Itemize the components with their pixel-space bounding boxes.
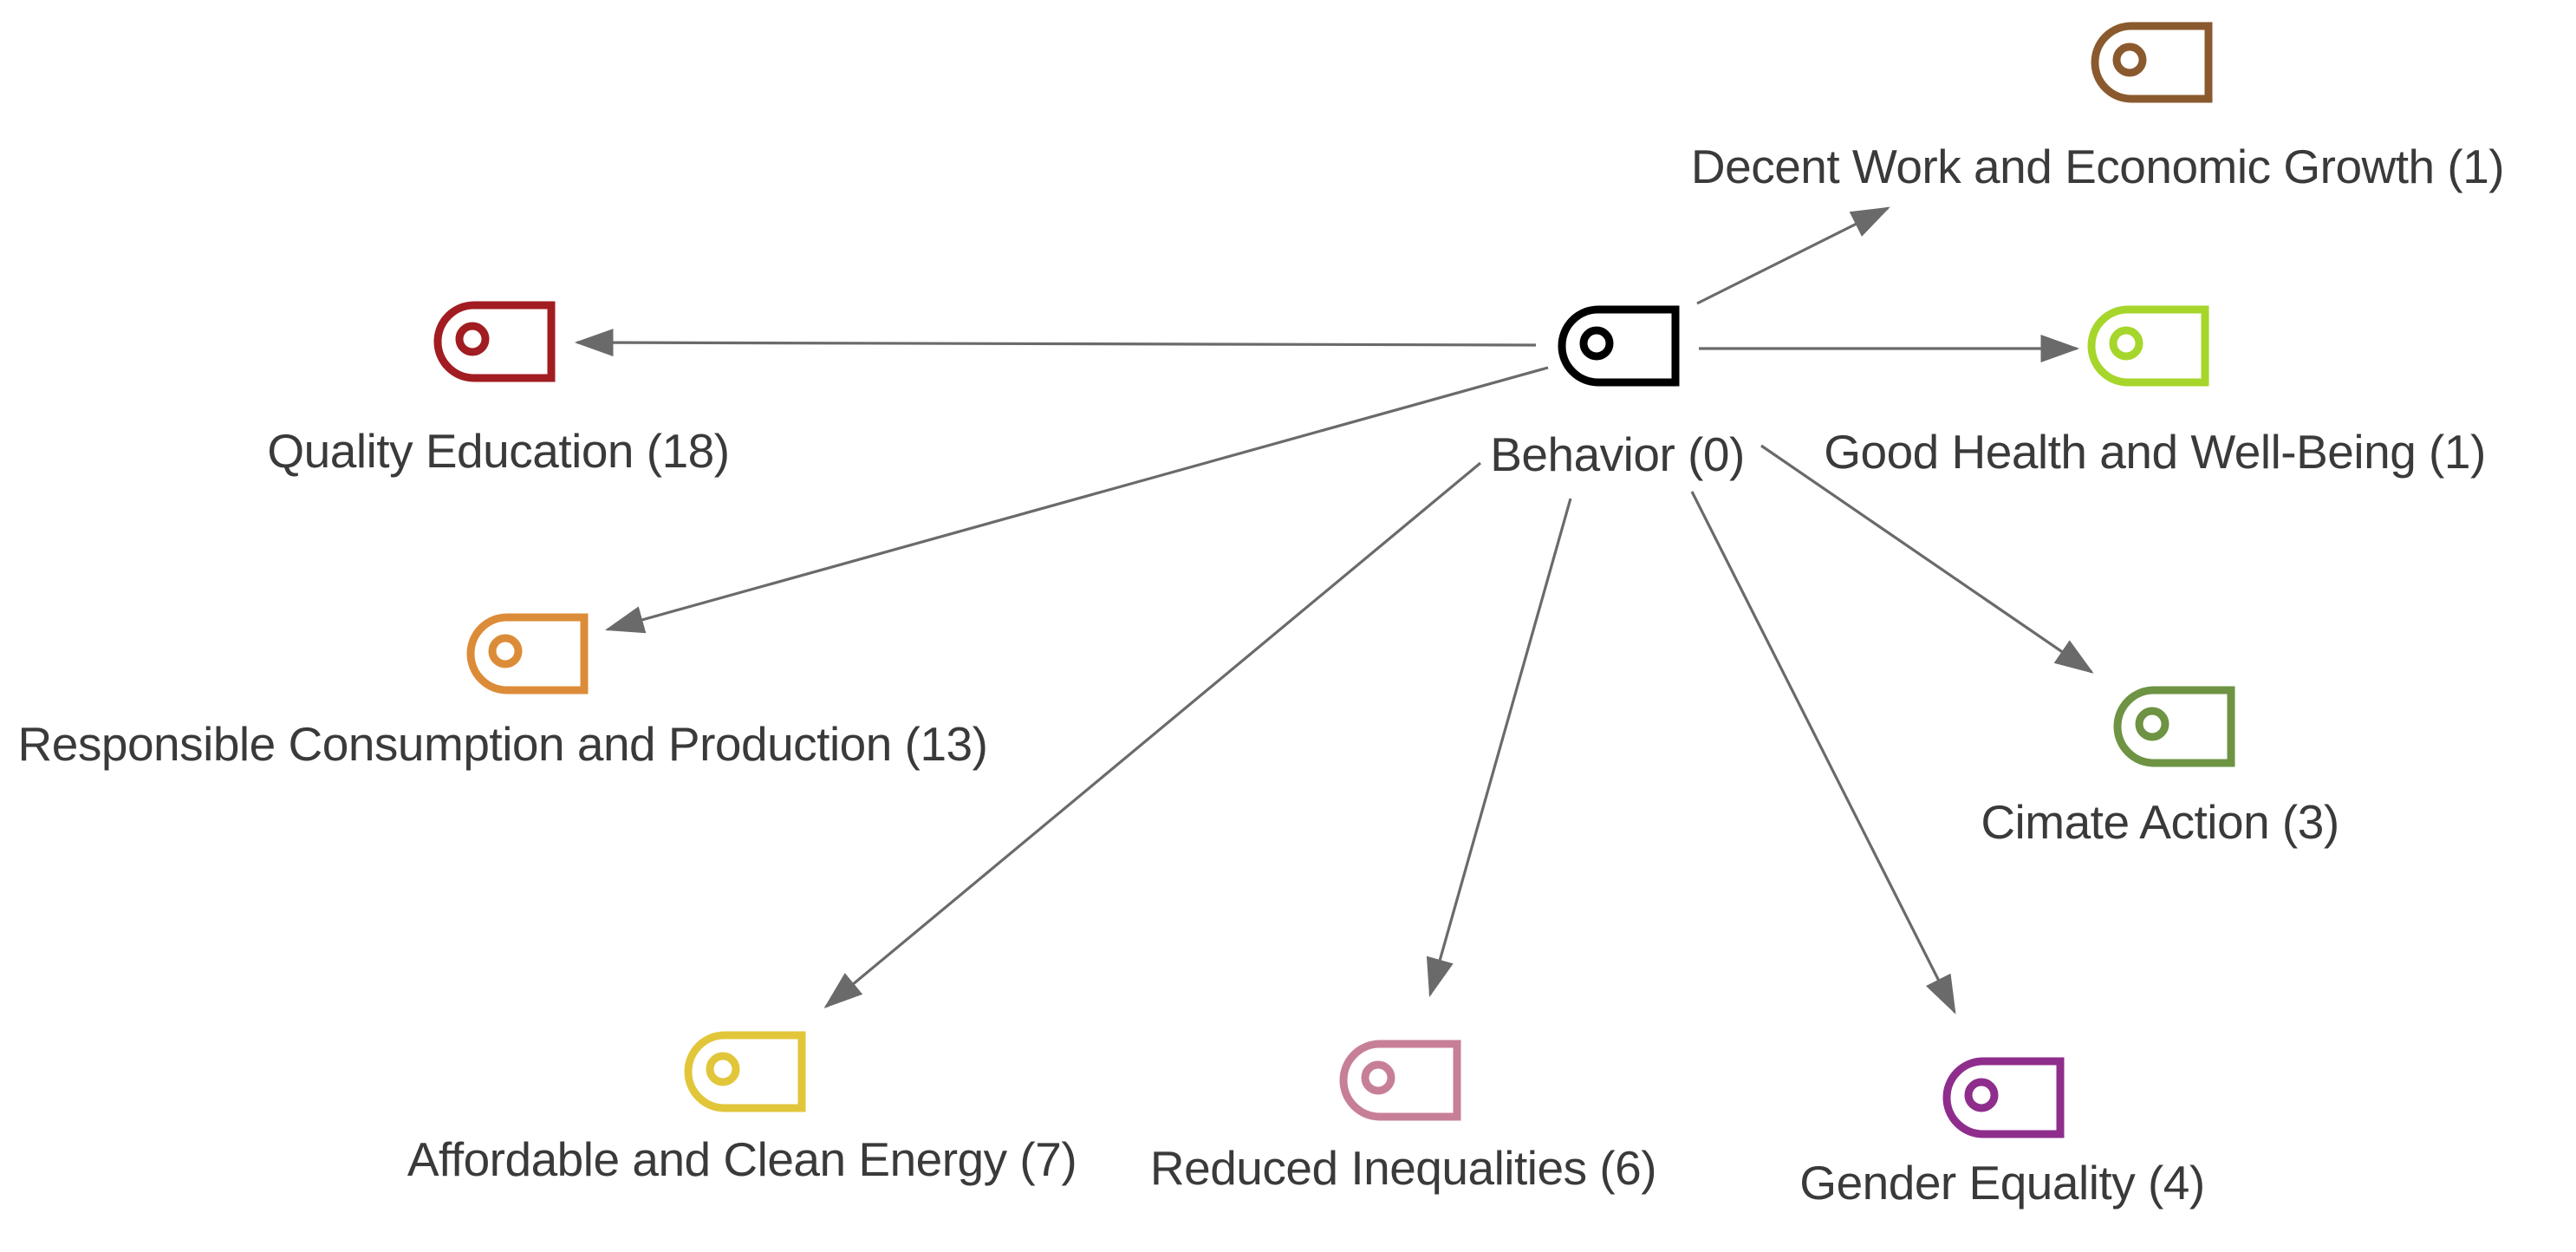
tag-icon[interactable] bbox=[2113, 686, 2236, 767]
node-label: Decent Work and Economic Growth (1) bbox=[1690, 140, 2505, 193]
tag-icon[interactable] bbox=[433, 301, 556, 382]
tag-icon[interactable] bbox=[2087, 305, 2210, 387]
tag-icon[interactable] bbox=[684, 1031, 807, 1112]
node-label: Affordable and Clean Energy (7) bbox=[407, 1132, 1077, 1186]
tag-icon[interactable] bbox=[466, 613, 589, 694]
edge-behavior-to-gender-equality bbox=[1690, 491, 1956, 1014]
node-label: Good Health and Well-Being (1) bbox=[1824, 425, 2486, 479]
edge-behavior-to-reduced-inequalities bbox=[1426, 498, 1572, 998]
node-label: Quality Education (18) bbox=[267, 424, 730, 478]
edge-behavior-to-quality-education bbox=[574, 329, 1537, 357]
node-label: Cimate Action (3) bbox=[1981, 795, 2339, 849]
edge-behavior-to-responsible-consumption bbox=[604, 366, 1549, 634]
tag-icon[interactable] bbox=[2091, 22, 2214, 103]
tag-icon[interactable] bbox=[1339, 1040, 1462, 1121]
node-label: Behavior (0) bbox=[1490, 427, 1745, 481]
tag-icon[interactable] bbox=[1558, 305, 1681, 387]
tag-icon[interactable] bbox=[1942, 1057, 2065, 1138]
node-label: Responsible Consumption and Production (… bbox=[17, 717, 988, 771]
edge-behavior-to-decent-work bbox=[1696, 206, 1890, 305]
node-label: Gender Equality (4) bbox=[1799, 1156, 2205, 1210]
node-label: Reduced Inequalities (6) bbox=[1149, 1141, 1657, 1195]
